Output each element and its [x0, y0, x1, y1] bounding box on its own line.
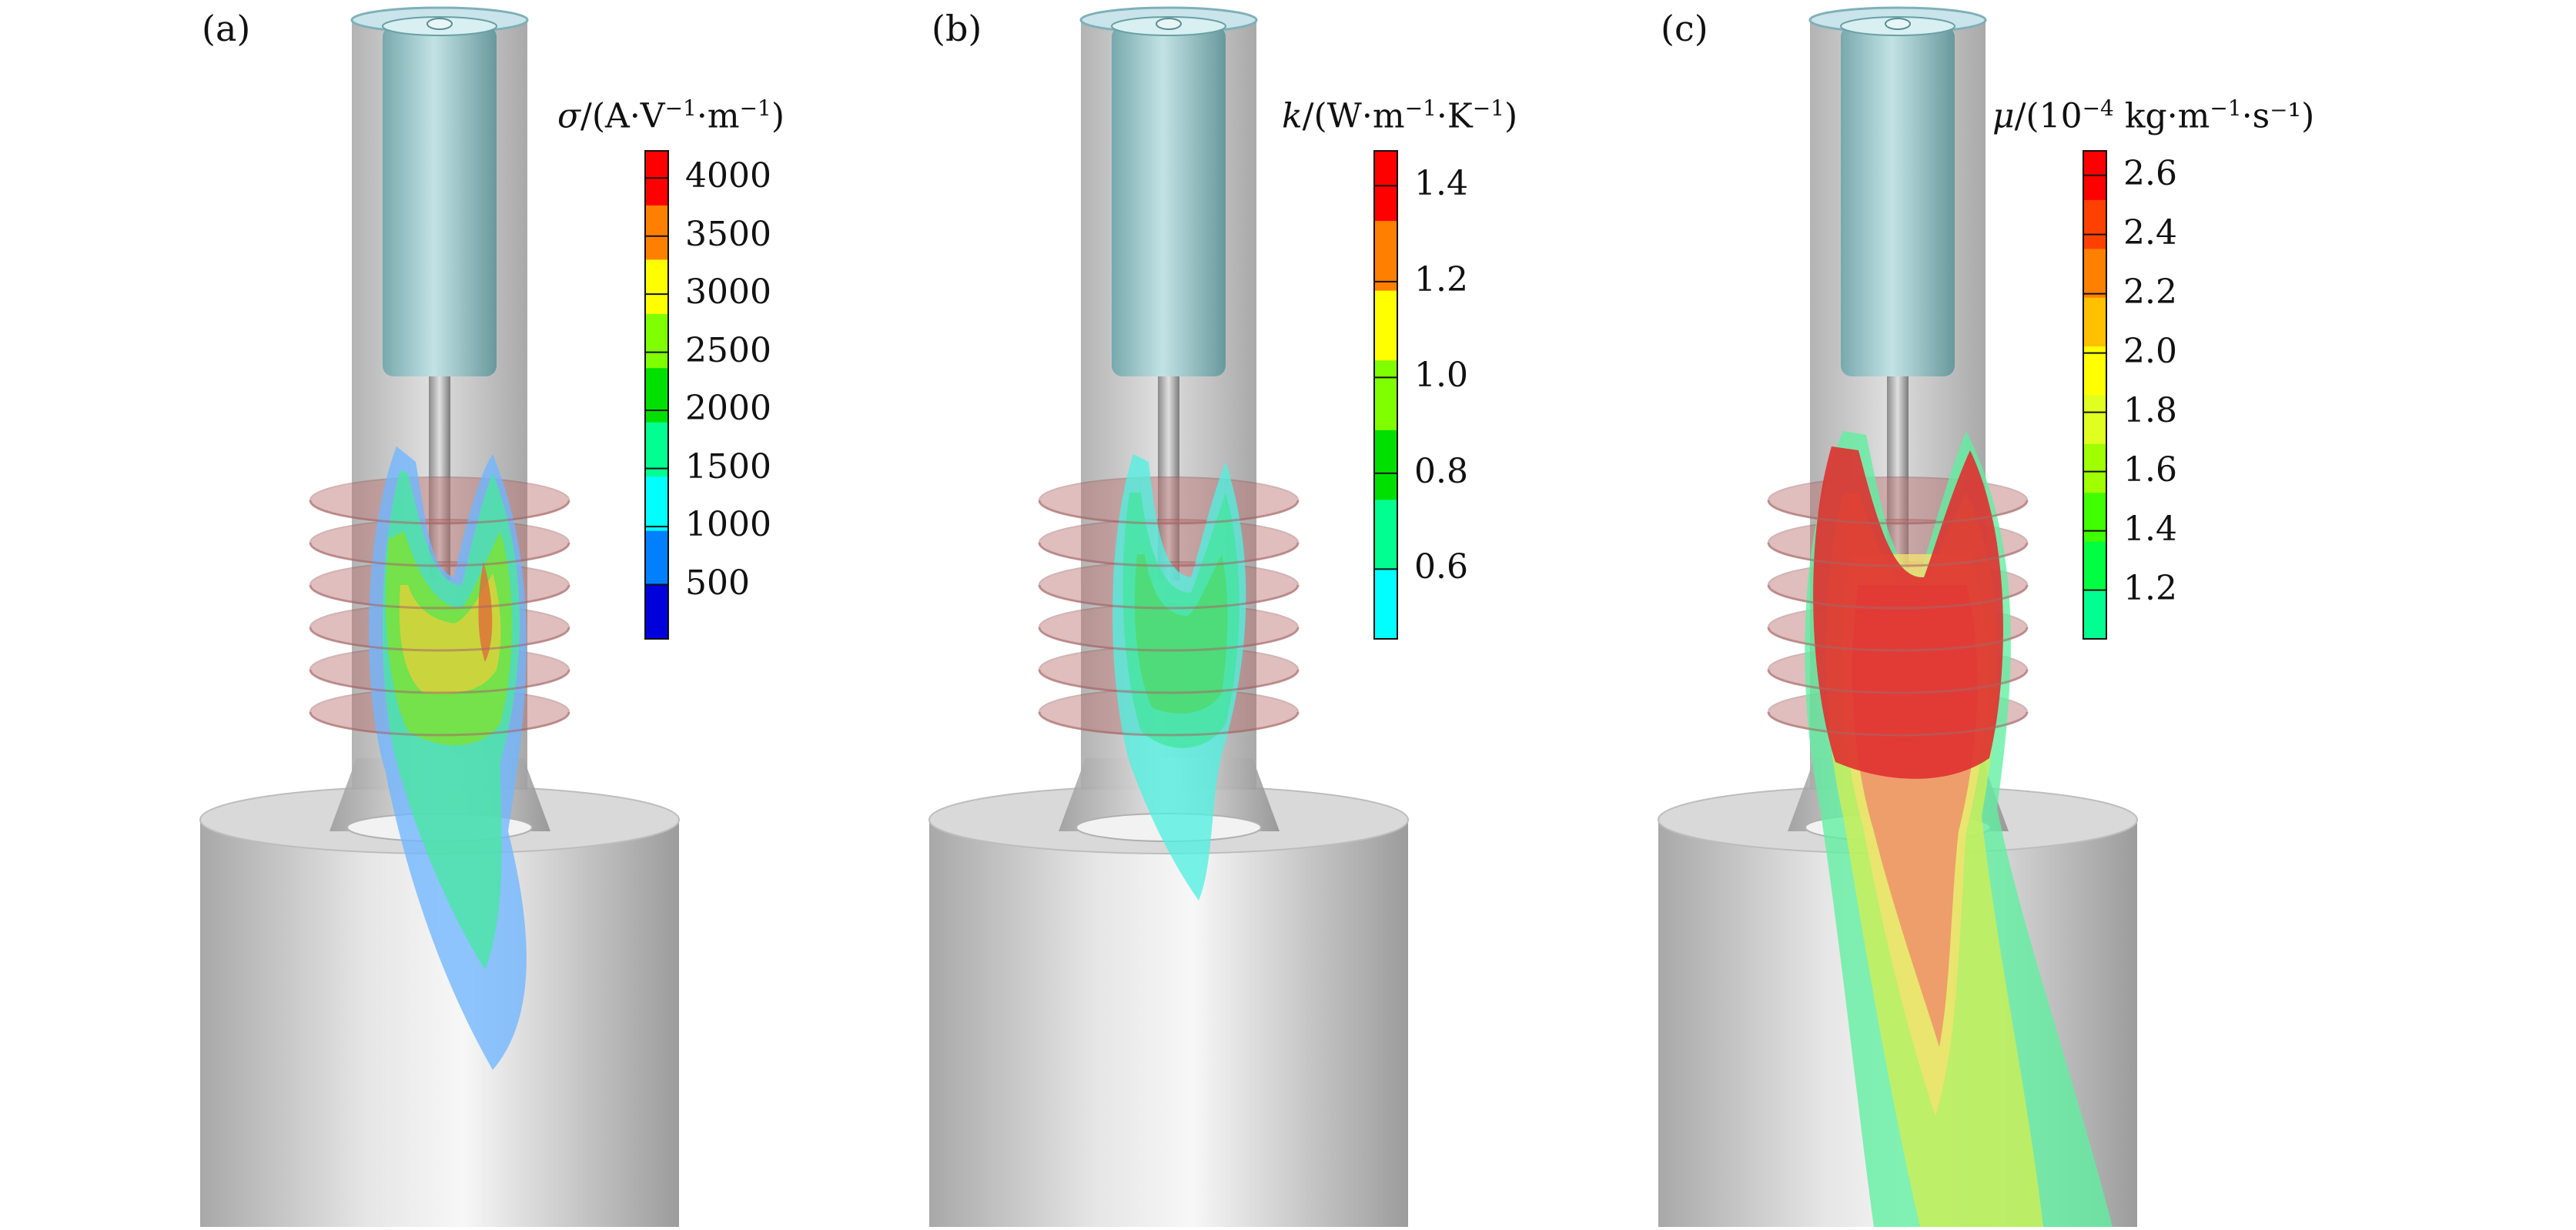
coil-front-arc-a-1 [309, 542, 570, 567]
colorbar-band-b-3 [1374, 359, 1397, 430]
colorbar-band-a-3 [645, 422, 668, 477]
electrode-tip-top-b [1156, 18, 1182, 30]
coil-front-arc-c-5 [1767, 711, 2029, 737]
colorbar-tick-label-c-5: 1.6 [2123, 450, 2177, 490]
substrate-cylinder-body-b [929, 820, 1408, 1227]
coil-front-arc-a-2 [309, 584, 570, 610]
panel-b [928, 6, 1409, 1227]
colorbar-band-c-8 [2083, 199, 2106, 249]
colorbar-tick-label-b-0: 1.4 [1414, 164, 1468, 204]
colorbar-tick-label-b-1: 1.2 [1414, 259, 1468, 299]
panel-label-a: (a) [202, 8, 251, 49]
electrode-holder-a [383, 26, 497, 376]
colorbar-band-a-5 [645, 313, 668, 369]
colorbar-band-c-2 [2083, 492, 2106, 542]
colorbar-tick-label-a-5: 1500 [685, 446, 771, 486]
panel-label-b: (b) [932, 8, 982, 49]
colorbar-frame-b [1373, 150, 1398, 640]
coil-front-arc-b-0 [1038, 500, 1300, 525]
colorbar-band-c-5 [2083, 346, 2106, 396]
coil-front-arc-b-3 [1038, 627, 1300, 652]
colorbar-band-b-1 [1374, 499, 1397, 570]
colorbar-tick-label-a-7: 500 [685, 563, 750, 603]
electrode-tip-top-c [1885, 18, 1911, 30]
colorbar-tick-label-b-3: 0.8 [1414, 451, 1468, 491]
coil-front-arc-c-0 [1767, 500, 2029, 525]
colorbar-tick-label-c-2: 2.2 [2123, 272, 2177, 312]
colorbar-band-c-0 [2083, 590, 2106, 640]
colorbar-band-b-2 [1374, 429, 1397, 500]
colorbar-frame-c [2083, 150, 2107, 640]
colorbar-band-a-4 [645, 367, 668, 423]
colorbar-tick-label-a-2: 3000 [685, 272, 771, 313]
colorbar-band-c-7 [2083, 248, 2106, 298]
colorbar-frame-a [644, 150, 669, 640]
electrode-rod-a [429, 376, 450, 580]
coil-front-arc-b-2 [1038, 584, 1300, 610]
colorbar-band-b-5 [1374, 220, 1397, 291]
colorbar-band-a-7 [645, 205, 668, 260]
colorbar-tick-label-c-6: 1.4 [2123, 509, 2177, 549]
colorbar-band-a-6 [645, 259, 668, 314]
coil-front-arc-c-3 [1767, 627, 2029, 652]
colorbar-tick-label-a-1: 3500 [685, 214, 771, 254]
electrode-tip-top-a [427, 18, 453, 30]
colorbar-band-b-4 [1374, 290, 1397, 361]
coil-front-arc-a-0 [309, 500, 570, 525]
coil-front-arc-c-2 [1767, 584, 2029, 610]
colorbar-tick-label-c-0: 2.6 [2123, 153, 2177, 193]
colorbar-tick-label-c-3: 2.0 [2123, 331, 2177, 371]
plasma-contour-b-2 [1134, 554, 1228, 714]
colorbar-tick-label-c-1: 2.4 [2123, 212, 2177, 252]
colorbar-band-c-1 [2083, 541, 2106, 591]
coil-front-arc-b-1 [1038, 542, 1300, 567]
colorbar-band-a-0 [645, 584, 668, 640]
panel-c [1658, 6, 2138, 1227]
coil-front-arc-a-5 [309, 711, 570, 737]
coil-front-arc-b-4 [1038, 669, 1300, 694]
coil-front-arc-b-5 [1038, 711, 1300, 737]
electrode-holder-c [1841, 26, 1955, 376]
panel-a [199, 6, 680, 1227]
colorbar-tick-label-a-6: 1000 [685, 505, 771, 545]
colorbar-tick-label-c-7: 1.2 [2123, 568, 2177, 608]
plasma-contour-c-4 [1813, 446, 2003, 779]
colorbar-tick-label-a-0: 4000 [685, 156, 771, 196]
colorbar-band-b-0 [1374, 569, 1397, 640]
plasma-contour-a-3 [399, 573, 501, 694]
colorbar-band-a-1 [645, 530, 668, 586]
coil-front-arc-a-4 [309, 669, 570, 694]
colorbar-title-b: k/(W·m−1·K−1) [1282, 95, 1518, 136]
colorbar-title-c: μ/(10−4 kg·m−1·s⁻¹) [1992, 95, 2315, 136]
coil-front-arc-a-3 [309, 627, 570, 652]
plasma-contour-a-4 [478, 562, 493, 662]
coil-front-arc-c-1 [1767, 542, 2029, 567]
colorbar-band-c-4 [2083, 395, 2106, 444]
coil-front-arc-c-4 [1767, 669, 2029, 694]
colorbar-band-c-3 [2083, 443, 2106, 493]
colorbar-tick-label-b-2: 1.0 [1414, 356, 1468, 396]
colorbar-tick-label-b-4: 0.6 [1414, 547, 1468, 587]
colorbar-title-a: σ/(A·V−1·m−1) [557, 95, 785, 136]
panel-label-c: (c) [1661, 8, 1708, 49]
colorbar-tick-label-a-4: 2000 [685, 389, 771, 429]
electrode-holder-b [1112, 26, 1226, 376]
colorbar-tick-label-c-4: 1.8 [2123, 390, 2177, 430]
colorbar-band-a-2 [645, 476, 668, 531]
colorbar-band-c-6 [2083, 297, 2106, 347]
colorbar-tick-label-a-3: 2500 [685, 330, 771, 370]
